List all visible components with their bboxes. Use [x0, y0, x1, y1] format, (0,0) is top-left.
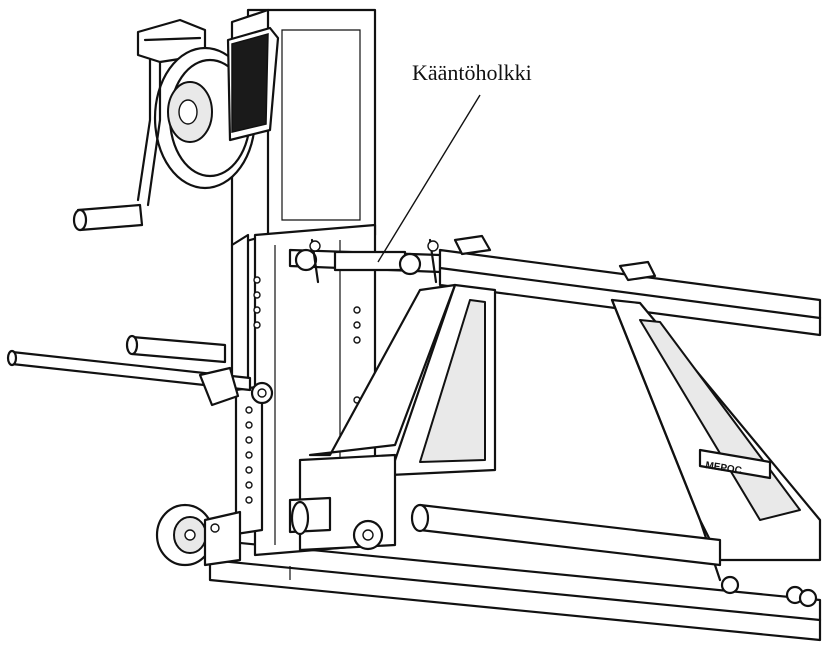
side-handles: [6, 334, 274, 407]
base-rail: [208, 538, 822, 642]
brand-plate: [698, 448, 772, 480]
pulley-wheel: [155, 503, 242, 567]
callout-leader-line: [377, 94, 481, 263]
hand-winch: [72, 18, 280, 232]
lower-cylinder: [288, 453, 818, 608]
main-boom: [438, 234, 822, 337]
pivot-sleeve: [288, 238, 442, 284]
callout-label: Kääntöholkki: [412, 60, 532, 85]
a-frame-front: [308, 283, 497, 477]
